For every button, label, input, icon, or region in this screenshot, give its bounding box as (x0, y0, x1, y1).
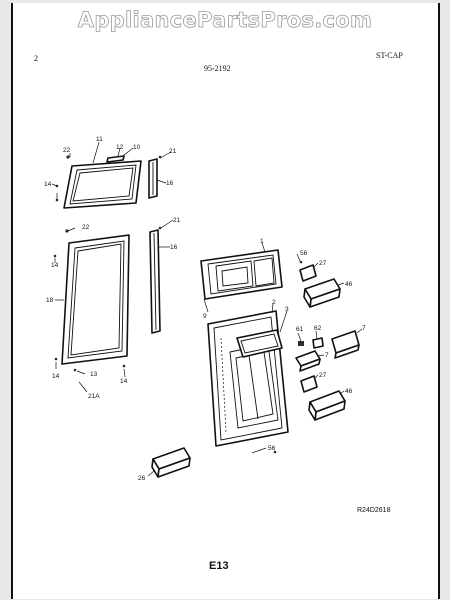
callout-11: 11 (96, 136, 103, 143)
callout-14d: 14 (120, 378, 128, 385)
callout-3: 3 (285, 306, 289, 313)
callout-22b: 22 (82, 224, 90, 231)
callout-14a: 14 (44, 181, 52, 188)
freezer-door-liner (200, 249, 283, 300)
callout-26: 26 (138, 475, 146, 482)
callout-16b: 16 (170, 244, 178, 251)
upper-door-handle (148, 158, 158, 199)
egg-shelf (331, 330, 360, 359)
lower-door-bin (308, 390, 346, 421)
upper-shelf-retainer (299, 264, 317, 282)
callout-7b: 7 (325, 352, 329, 359)
callout-7a: 7 (362, 325, 366, 332)
screws (53, 155, 303, 454)
fresh-food-door-gasket (61, 234, 130, 365)
butter-shelf (151, 447, 191, 478)
shelf-support-61 (298, 341, 304, 346)
leader-lines (51, 141, 363, 477)
callout-14c: 14 (52, 373, 60, 380)
freezer-door-gasket (63, 160, 142, 209)
callout-61: 61 (296, 326, 304, 333)
callout-21A: 21A (88, 393, 100, 400)
model-code: ST-CAP (376, 51, 403, 60)
callout-labels: 11 12 10 22 21 16 14 22 21 16 14 18 14 1… (44, 136, 366, 482)
lower-door-handle (149, 229, 161, 334)
lower-shelf-retainer (300, 375, 318, 393)
dairy-compartment-door (236, 329, 283, 358)
callout-12: 12 (116, 144, 124, 151)
callout-21b: 21 (173, 217, 181, 224)
callout-10: 10 (133, 144, 141, 151)
callout-16a: 16 (166, 180, 174, 187)
callout-1: 1 (260, 238, 264, 245)
watermark: AppliancePartsPros.com (77, 8, 373, 33)
callout-27b: 27 (319, 372, 327, 379)
reference-code: R24D2618 (357, 507, 391, 514)
callout-46a: 46 (345, 281, 353, 288)
callout-21a: 21 (169, 148, 177, 155)
callout-18: 18 (46, 297, 54, 304)
callout-13: 13 (90, 371, 98, 378)
callout-62: 62 (314, 325, 322, 332)
page-number: 2 (34, 54, 38, 63)
callout-22a: 22 (63, 147, 71, 154)
callout-2: 2 (272, 299, 276, 306)
callout-56a: 56 (300, 250, 308, 257)
callout-46b: 46 (345, 388, 353, 395)
small-bin-7 (295, 350, 321, 372)
shelf-clip-62 (312, 337, 324, 349)
callout-56b: 56 (268, 445, 276, 452)
upper-door-bin (303, 278, 341, 308)
small-handle-strip (106, 155, 125, 163)
callout-14b: 14 (51, 262, 59, 269)
document-number: 95-2192 (204, 64, 231, 73)
callout-27a: 27 (319, 260, 327, 267)
callout-9: 9 (203, 313, 207, 320)
page-code: E13 (209, 560, 229, 572)
